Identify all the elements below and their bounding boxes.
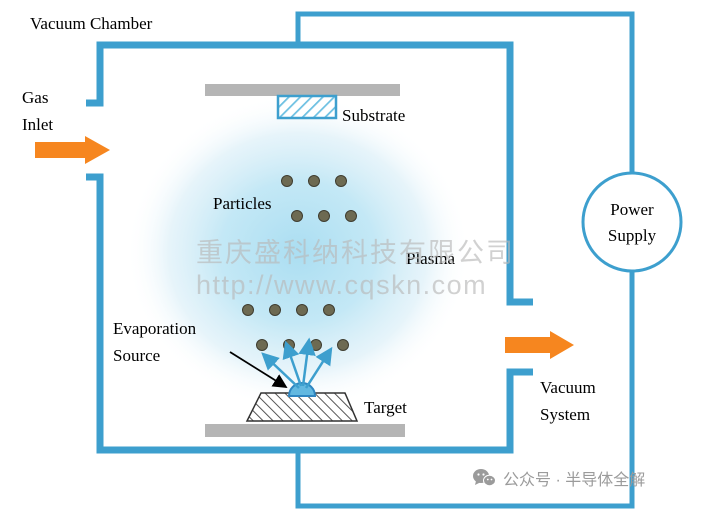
plasma-particle	[308, 175, 320, 187]
gas-inlet-arrow	[35, 136, 110, 164]
plasma-glow	[126, 94, 470, 410]
plasma-particle	[269, 304, 281, 316]
plasma-particle	[335, 175, 347, 187]
evaporation-source-label: Evaporation Source	[113, 319, 197, 366]
plasma-particle	[256, 339, 268, 351]
top-electrode-bar	[205, 84, 400, 96]
watermark-company: 重庆盛科纳科技有限公司	[196, 238, 515, 268]
target-label: Target	[364, 398, 407, 417]
power-wire-bottom	[295, 272, 635, 509]
plasma-particle	[323, 304, 335, 316]
substrate-label: Substrate	[342, 106, 406, 125]
watermark-url: http://www.cqskn.com	[196, 270, 488, 300]
plasma-particles	[242, 175, 357, 351]
plasma-particle	[281, 175, 293, 187]
plasma-label: Plasma	[406, 249, 456, 268]
plasma-particle	[296, 304, 308, 316]
particles-label: Particles	[213, 194, 272, 213]
evaporation-source-pointer-arrow	[229, 351, 288, 388]
target-block	[245, 392, 359, 422]
plasma-particle	[345, 210, 357, 222]
vacuum-system-label: Vacuum System	[540, 378, 596, 425]
bottom-electrode-bar	[205, 424, 405, 437]
plasma-particle	[242, 304, 254, 316]
vacuum-outlet-arrow	[505, 331, 574, 359]
power-supply-label: Power Supply	[607, 200, 657, 245]
plasma-particle	[291, 210, 303, 222]
watermark-footer: 公众号 · 半导体全解	[472, 466, 645, 490]
substrate-block	[276, 94, 338, 120]
power-wire-top	[295, 11, 635, 174]
chamber-wall-upper	[86, 41, 533, 306]
power-supply-circle	[581, 171, 683, 273]
chamber-wall-lower	[86, 173, 533, 454]
plasma-particle	[310, 339, 322, 351]
sputter-arrows	[261, 337, 333, 389]
plasma-particle	[337, 339, 349, 351]
vacuum-chamber-label: Vacuum Chamber	[30, 14, 153, 33]
plasma-particle	[318, 210, 330, 222]
gas-inlet-label: Gas Inlet	[22, 88, 54, 135]
watermark-footer-text: 公众号 · 半导体全解	[503, 472, 646, 489]
wechat-icon	[473, 469, 496, 487]
